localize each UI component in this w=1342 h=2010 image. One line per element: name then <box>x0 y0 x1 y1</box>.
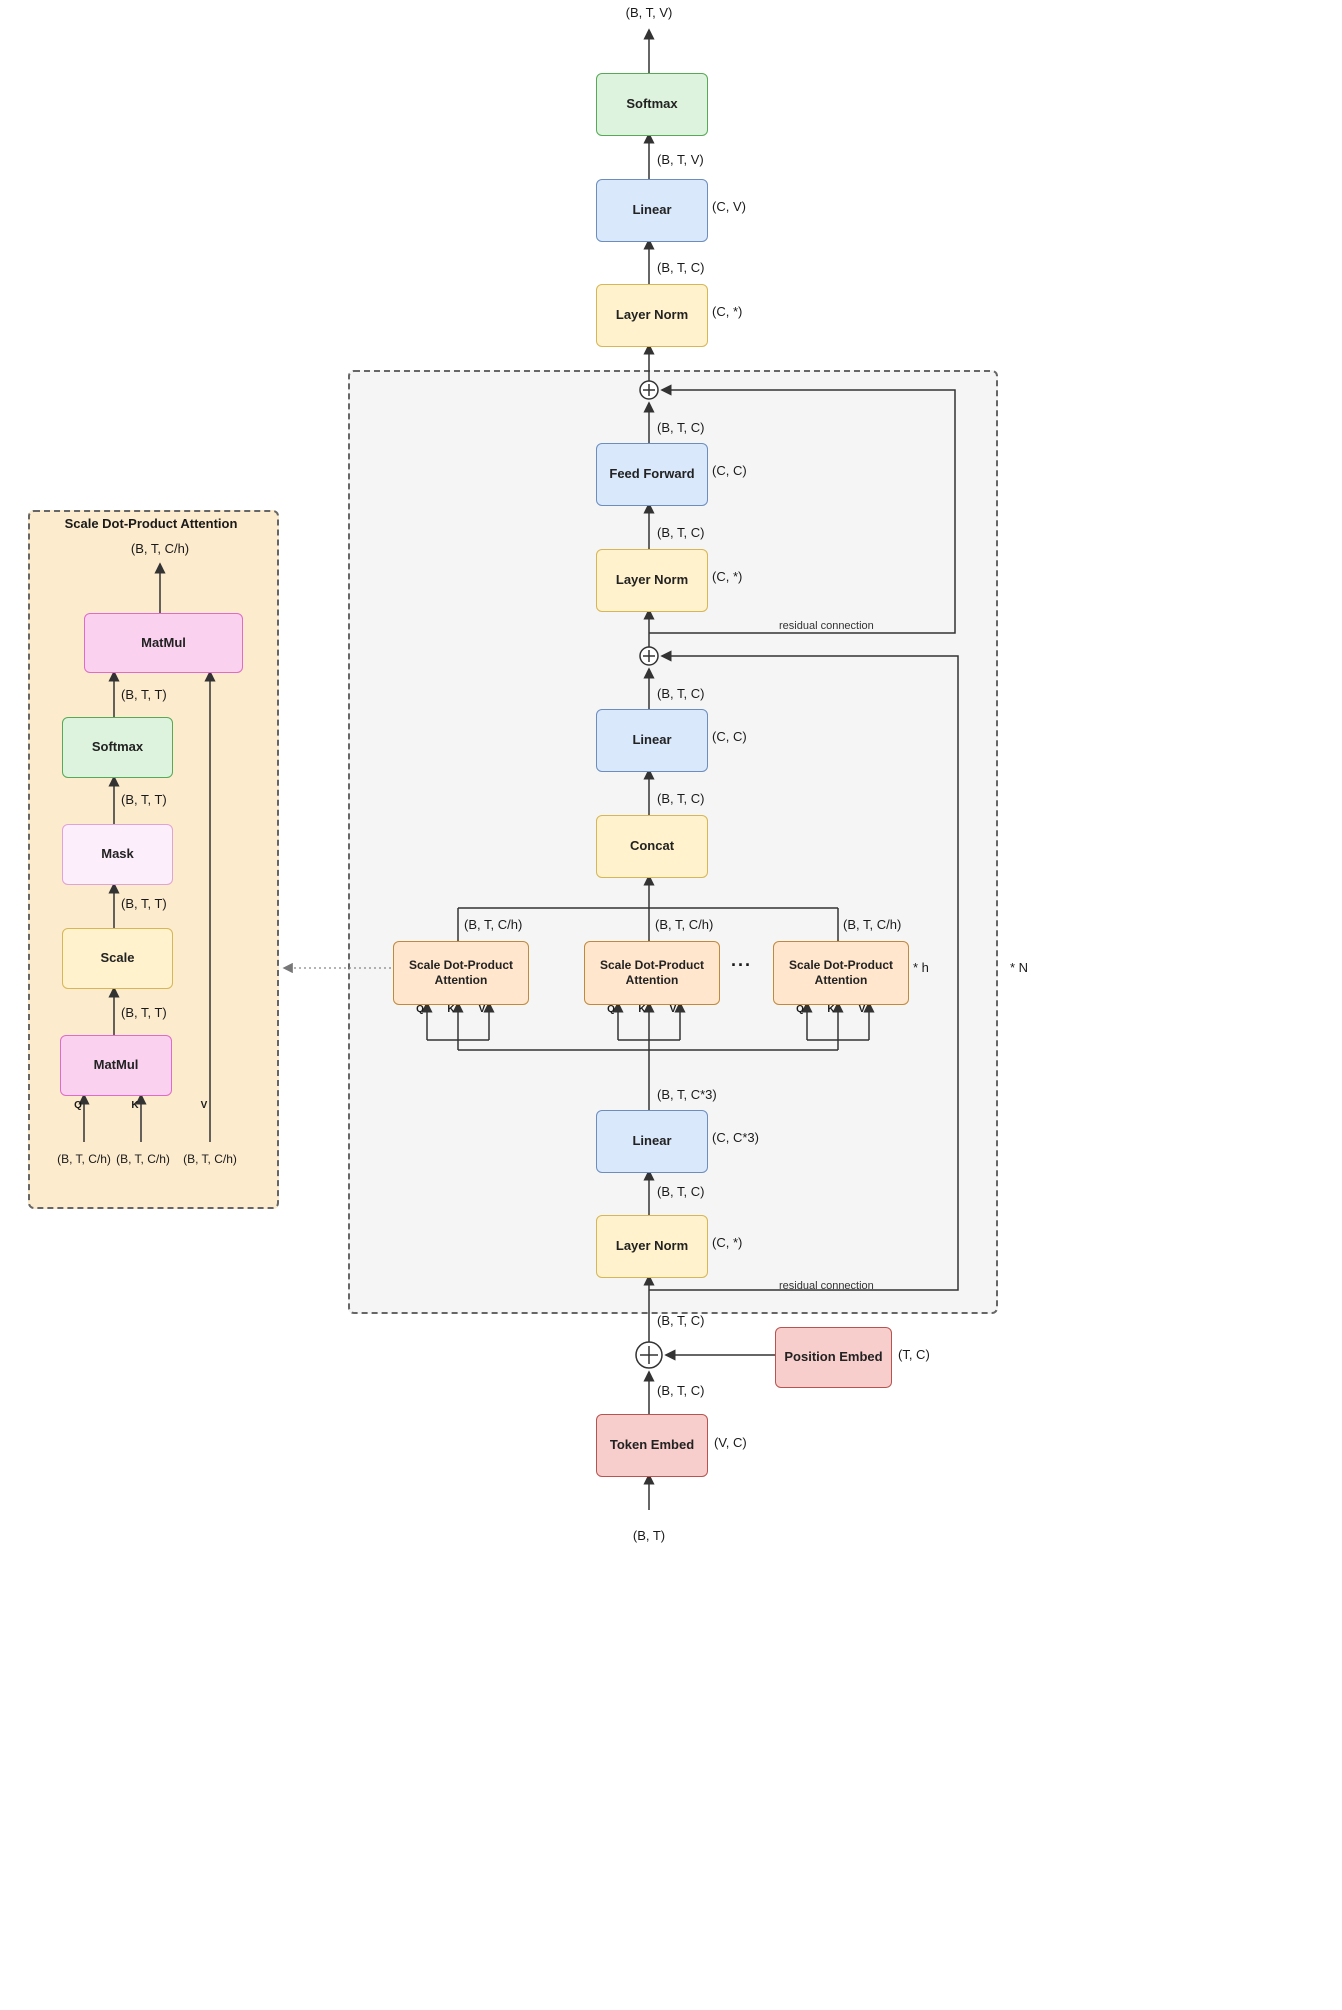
tensor-label-output: (B, T, V) <box>625 5 673 20</box>
node-sdpa-mask: Mask <box>62 824 173 885</box>
tensor-label-concat-out: (B, T, C) <box>657 791 705 806</box>
shape-label-linear-proj: (C, C) <box>712 729 747 744</box>
shape-label-linear-head: (C, V) <box>712 199 746 214</box>
node-position-embed: Position Embed <box>775 1327 892 1388</box>
residual-connection-label-2: residual connection <box>779 620 874 632</box>
tensor-label-input: (B, T) <box>632 1528 666 1543</box>
shape-label-token-embed: (V, C) <box>714 1435 747 1450</box>
repeat-blocks-label: * N <box>1010 960 1029 975</box>
tensor-label-qkv: (B, T, C*3) <box>657 1087 717 1102</box>
shape-label-layer-norm-1: (C, *) <box>712 1235 743 1250</box>
sdpa-tensor-softmax-out: (B, T, T) <box>121 687 167 702</box>
q-label-head2: Q <box>607 1004 615 1015</box>
shape-label-position-embed: (T, C) <box>898 1347 930 1362</box>
node-token-embed: Token Embed <box>596 1414 708 1477</box>
sdpa-v-label: V <box>200 1100 208 1111</box>
residual-connection-label-1: residual connection <box>779 1280 874 1292</box>
node-layer-norm-final: Layer Norm <box>596 284 708 347</box>
node-attention-head-1: Scale Dot-Product Attention <box>393 941 529 1005</box>
node-layer-norm-1: Layer Norm <box>596 1215 708 1278</box>
sdpa-tensor-mask-out: (B, T, T) <box>121 792 167 807</box>
node-attention-head-2: Scale Dot-Product Attention <box>584 941 720 1005</box>
shape-label-layer-norm-2: (C, *) <box>712 569 743 584</box>
node-feed-forward: Feed Forward <box>596 443 708 506</box>
shape-label-layer-norm-final: (C, *) <box>712 304 743 319</box>
sdpa-v-in-label: (B, T, C/h) <box>183 1152 237 1166</box>
v-label-head3: V <box>858 1004 866 1015</box>
k-label-head2: K <box>638 1004 646 1015</box>
node-sdpa-softmax: Softmax <box>62 717 173 778</box>
tensor-label-add1-out: (B, T, C) <box>657 686 705 701</box>
v-label-head1: V <box>478 1004 486 1015</box>
k-label-head3: K <box>827 1004 835 1015</box>
tensor-label-ff-in: (B, T, C) <box>657 525 705 540</box>
sdpa-q-label: Q <box>74 1100 82 1111</box>
shape-label-linear-qkv: (C, C*3) <box>712 1130 759 1145</box>
q-label-head1: Q <box>416 1004 424 1015</box>
tensor-label-head2-out: (B, T, C/h) <box>655 917 714 932</box>
q-label-head3: Q <box>796 1004 804 1015</box>
node-sdpa-matmul-1: MatMul <box>60 1035 172 1096</box>
sdpa-q-in-label: (B, T, C/h) <box>57 1152 111 1166</box>
tensor-label-head1-out: (B, T, C/h) <box>464 917 523 932</box>
sdpa-k-label: K <box>131 1100 139 1111</box>
node-linear-qkv: Linear <box>596 1110 708 1173</box>
node-concat: Concat <box>596 815 708 878</box>
sdpa-k-in-label: (B, T, C/h) <box>116 1152 170 1166</box>
tensor-label-head3-out: (B, T, C/h) <box>843 917 902 932</box>
tensor-label-add2-out: (B, T, C) <box>657 420 705 435</box>
sdpa-tensor-scale-out: (B, T, T) <box>121 896 167 911</box>
node-sdpa-scale: Scale <box>62 928 173 989</box>
shape-label-feed-forward: (C, C) <box>712 463 747 478</box>
tensor-label-ln1-out: (B, T, C) <box>657 1184 705 1199</box>
tensor-label-token-out: (B, T, C) <box>657 1383 705 1398</box>
node-sdpa-matmul-2: MatMul <box>84 613 243 673</box>
tensor-label-linear-head-in: (B, T, C) <box>657 260 705 275</box>
sdpa-title: Scale Dot-Product Attention <box>64 516 238 531</box>
ellipsis-heads: ... <box>731 950 753 970</box>
node-softmax-output: Softmax <box>596 73 708 136</box>
tensor-label-block-in: (B, T, C) <box>657 1313 705 1328</box>
sdpa-out-label: (B, T, C/h) <box>130 541 190 556</box>
node-attention-head-3: Scale Dot-Product Attention <box>773 941 909 1005</box>
node-linear-head: Linear <box>596 179 708 242</box>
tensor-label-softmax-in: (B, T, V) <box>657 152 704 167</box>
node-linear-proj: Linear <box>596 709 708 772</box>
sdpa-tensor-matmul-out: (B, T, T) <box>121 1005 167 1020</box>
k-label-head1: K <box>447 1004 455 1015</box>
repeat-heads-label: * h <box>913 960 929 975</box>
v-label-head2: V <box>669 1004 677 1015</box>
node-layer-norm-2: Layer Norm <box>596 549 708 612</box>
